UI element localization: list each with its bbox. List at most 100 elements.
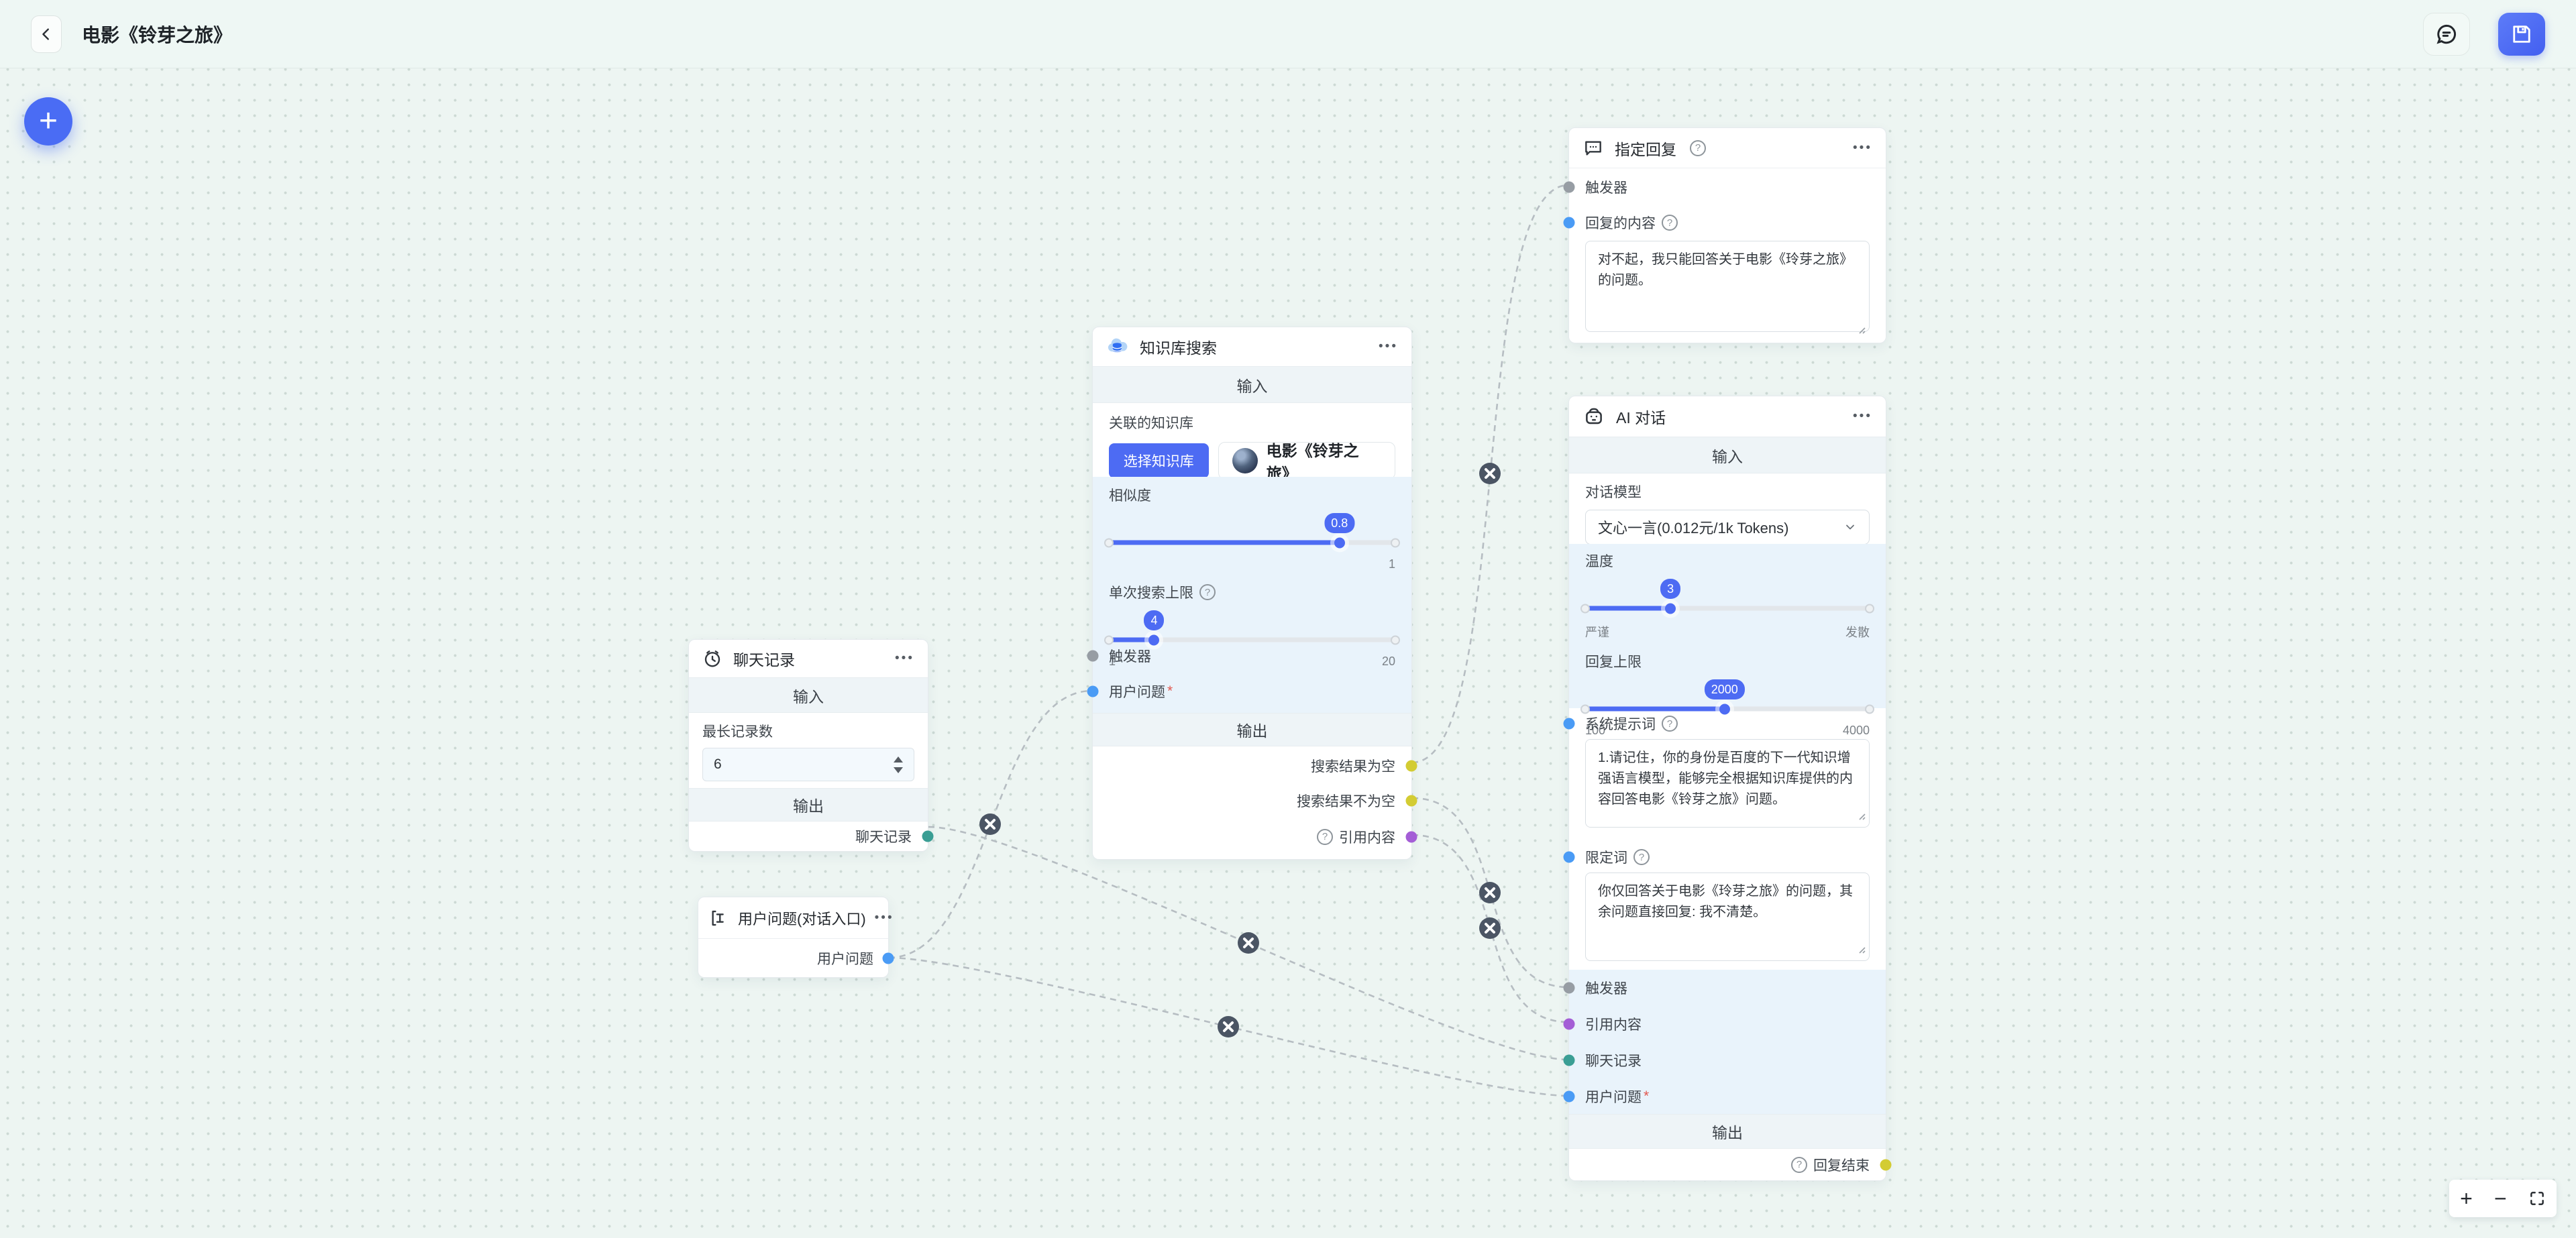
chevron-left-icon xyxy=(39,27,54,42)
reply-content-textarea[interactable]: 对不起，我只能回答关于电影《玲芽之旅》的问题。 xyxy=(1585,241,1870,332)
node-reply[interactable]: 指定回复 ? ••• 触发器 回复的内容 ? 对不起，我只能回答关于电影《玲芽之… xyxy=(1563,127,1886,343)
debug-chat-button[interactable] xyxy=(2423,12,2470,56)
temperature-label: 温度 xyxy=(1585,554,1613,569)
similarity-slider-handle[interactable] xyxy=(1334,537,1345,548)
port-reply-content-in[interactable] xyxy=(1563,217,1575,229)
system-prompt-textarea[interactable]: 1.请记住，你的身份是百度的下一代知识增强语言模型，能够完全根据知识库提供的内容… xyxy=(1585,739,1870,828)
port-label: 聊天记录 xyxy=(1585,1054,1642,1069)
help-icon[interactable]: ? xyxy=(1662,215,1678,231)
search-limit-min-label: 1 xyxy=(1109,655,1116,668)
port-trigger-in[interactable] xyxy=(1563,982,1575,994)
port-chat-history-out[interactable] xyxy=(922,830,934,842)
similarity-slider[interactable]: 0.8 xyxy=(1104,513,1400,556)
kb-chip[interactable]: 电影《铃芽之旅》 xyxy=(1218,442,1395,482)
search-limit-slider-handle[interactable] xyxy=(1148,634,1160,645)
node-user-question[interactable]: 用户问题(对话入口) ••• 用户问题 xyxy=(698,897,894,978)
temperature-slider[interactable]: 3 xyxy=(1580,579,1874,622)
node-menu-button[interactable]: ••• xyxy=(1853,409,1872,423)
port-reply-end-out[interactable] xyxy=(1880,1159,1892,1170)
max-records-input[interactable]: 6 xyxy=(702,748,914,781)
similarity-label: 相似度 xyxy=(1109,488,1151,504)
temperature-min-label: 严谨 xyxy=(1585,626,1609,639)
number-stepper[interactable] xyxy=(894,756,903,773)
port-label: 回复的内容 xyxy=(1585,216,1656,231)
port-qualifier-in[interactable] xyxy=(1563,851,1575,863)
required-mark: * xyxy=(1167,683,1173,699)
delete-edge-icon[interactable] xyxy=(979,813,1001,835)
section-output: 输出 xyxy=(1569,1114,1886,1149)
save-button[interactable] xyxy=(2498,12,2545,56)
port-label: 触发器 xyxy=(1109,649,1151,665)
port-label: 回复结束 xyxy=(1813,1158,1870,1174)
port-chat-history-in[interactable] xyxy=(1563,1054,1575,1066)
port-label: 用户问题 xyxy=(1109,684,1165,700)
port-label: 用户问题 xyxy=(817,951,873,967)
port-label: 用户问题 xyxy=(1585,1090,1642,1105)
help-icon[interactable]: ? xyxy=(1633,849,1650,865)
port-user-question-out[interactable] xyxy=(882,952,894,964)
port-reference-out[interactable] xyxy=(1405,831,1417,842)
port-result-not-empty-out[interactable] xyxy=(1405,795,1417,806)
page-title: 电影《铃芽之旅》 xyxy=(82,24,233,46)
section-output: 输出 xyxy=(1093,713,1411,746)
node-menu-button[interactable]: ••• xyxy=(895,651,914,665)
section-input: 输入 xyxy=(689,677,928,713)
help-icon[interactable]: ? xyxy=(1199,584,1216,600)
qualifier-textarea[interactable]: 你仅回答关于电影《玲芽之旅》的问题，其余问题直接回复: 我不清楚。 xyxy=(1585,873,1870,961)
max-records-label: 最长记录数 xyxy=(702,724,773,740)
max-records-value: 6 xyxy=(714,756,722,772)
port-label: 系统提示词 xyxy=(1585,717,1656,732)
back-button[interactable] xyxy=(31,15,62,53)
delete-edge-icon[interactable] xyxy=(1238,932,1259,954)
help-icon[interactable]: ? xyxy=(1662,716,1678,732)
node-title: 指定回复 xyxy=(1615,140,1676,158)
help-icon[interactable]: ? xyxy=(1791,1156,1807,1173)
port-result-empty-out[interactable] xyxy=(1405,760,1417,772)
help-icon[interactable]: ? xyxy=(1690,139,1706,156)
port-trigger-in[interactable] xyxy=(1563,181,1575,193)
search-limit-label: 单次搜索上限 ? xyxy=(1109,582,1395,602)
fit-view-button[interactable] xyxy=(2528,1190,2546,1207)
node-kb-search[interactable]: 知识库搜索 ••• 输入 关联的知识库 选择知识库 电影《铃芽之旅》 相似度 0… xyxy=(1087,327,1417,860)
node-ai-chat[interactable]: AI 对话 ••• 输入 对话模型 文心一言(0.012元/1k Tokens)… xyxy=(1563,396,1892,1181)
node-title: 知识库搜索 xyxy=(1140,339,1217,357)
zoom-controls: + − xyxy=(2449,1180,2557,1217)
add-node-button[interactable]: + xyxy=(24,97,72,146)
section-input: 输入 xyxy=(1569,437,1886,473)
reply-limit-value-badge: 2000 xyxy=(1704,679,1745,699)
zoom-in-button[interactable]: + xyxy=(2460,1186,2473,1211)
help-icon[interactable]: ? xyxy=(1317,828,1333,845)
text-cursor-icon xyxy=(709,908,729,928)
temperature-slider-handle[interactable] xyxy=(1665,603,1676,614)
node-title: 用户问题(对话入口) xyxy=(738,910,866,927)
reply-limit-label: 回复上限 xyxy=(1585,655,1642,670)
port-label: 搜索结果不为空 xyxy=(1297,793,1395,809)
port-label: 触发器 xyxy=(1585,981,1627,997)
port-system-prompt-in[interactable] xyxy=(1563,718,1575,730)
search-limit-slider[interactable]: 4 xyxy=(1104,610,1400,653)
reply-limit-slider[interactable]: 2000 xyxy=(1580,679,1874,722)
delete-edge-icon[interactable] xyxy=(1479,463,1501,484)
delete-edge-icon[interactable] xyxy=(1479,917,1501,939)
kb-avatar xyxy=(1232,448,1258,473)
save-floppy-icon xyxy=(2510,22,2534,46)
port-trigger-in[interactable] xyxy=(1087,650,1099,661)
delete-edge-icon[interactable] xyxy=(1479,882,1501,903)
node-menu-button[interactable]: ••• xyxy=(1853,140,1872,155)
similarity-value-badge: 0.8 xyxy=(1324,513,1355,533)
reply-limit-slider-handle[interactable] xyxy=(1719,704,1730,714)
port-reference-in[interactable] xyxy=(1563,1018,1575,1030)
message-bubble-icon xyxy=(2434,21,2459,47)
node-menu-button[interactable]: ••• xyxy=(874,910,894,925)
delete-edge-icon[interactable] xyxy=(1218,1016,1239,1037)
section-output: 输出 xyxy=(689,788,928,822)
node-title: 聊天记录 xyxy=(733,651,795,669)
port-user-question-in[interactable] xyxy=(1563,1090,1575,1103)
zoom-out-button[interactable]: − xyxy=(2493,1186,2507,1211)
node-chat-history[interactable]: 聊天记录 ••• 输入 最长记录数 6 输出 聊天记录 xyxy=(688,639,934,852)
model-select[interactable]: 文心一言(0.012元/1k Tokens) xyxy=(1585,510,1870,545)
port-user-question-in[interactable] xyxy=(1087,685,1099,697)
node-menu-button[interactable]: ••• xyxy=(1379,339,1398,353)
select-kb-button[interactable]: 选择知识库 xyxy=(1109,443,1209,478)
topbar: 电影《铃芽之旅》 xyxy=(0,0,2576,68)
